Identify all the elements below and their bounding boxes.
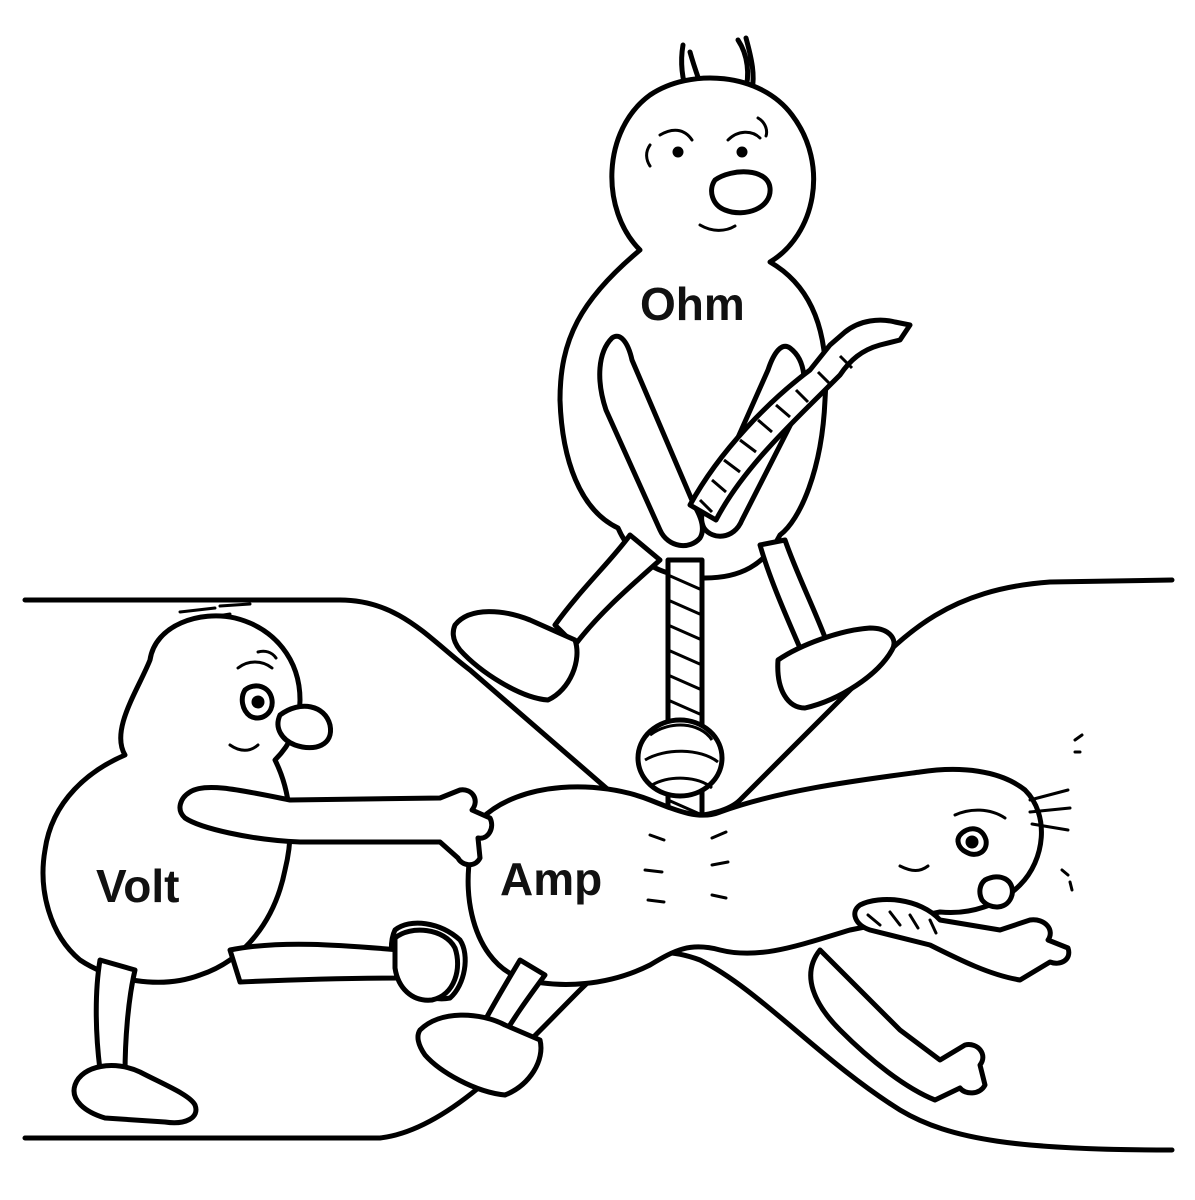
rope-upper-twists [698,354,854,514]
ohm-brows [658,128,762,142]
volt-arm [177,784,495,868]
amp-squeeze-marks [643,830,730,904]
volt-shoe [71,1063,199,1126]
volt-brow [236,649,278,670]
amp-arm-left [852,897,1072,983]
volt-pupil [251,695,265,709]
ohm-chin-marks [645,116,769,232]
amp-label: Amp [500,853,602,905]
amp-body [465,766,1044,987]
ohm-shoe-left [450,609,580,703]
ohm-mouth [709,169,773,216]
rope-upper-segment [687,317,913,523]
ohm-eye-right [736,146,748,158]
ohm-hair [679,35,756,98]
amp-brow [953,808,1007,820]
amp-pupil [965,835,979,849]
volt-mouth [228,743,260,752]
ohm-leg-right [757,537,829,651]
rope-knot-loops [644,723,719,790]
amp-shoe-left [415,1012,544,1098]
amp-mouth [898,864,930,872]
volt-leg-back [93,957,138,1078]
amp-arm-ribs [866,910,938,935]
ohm-arm-left [597,333,705,548]
volt-label: Volt [96,860,179,912]
ohm-shoe-right [775,625,897,711]
ohm-eye-left [672,146,684,158]
amp-character [388,733,1084,1103]
volt-shoe-front [392,927,461,1003]
rope-knot [635,717,725,799]
volt-leg-front [227,941,405,985]
volt-nose [275,703,333,751]
ohm-leg-left [552,532,663,648]
ohm-label: Ohm [640,278,745,330]
amp-hair [1028,733,1084,892]
amp-nose [977,874,1015,910]
volt-character [40,602,495,1126]
amp-arm-right [808,947,988,1103]
